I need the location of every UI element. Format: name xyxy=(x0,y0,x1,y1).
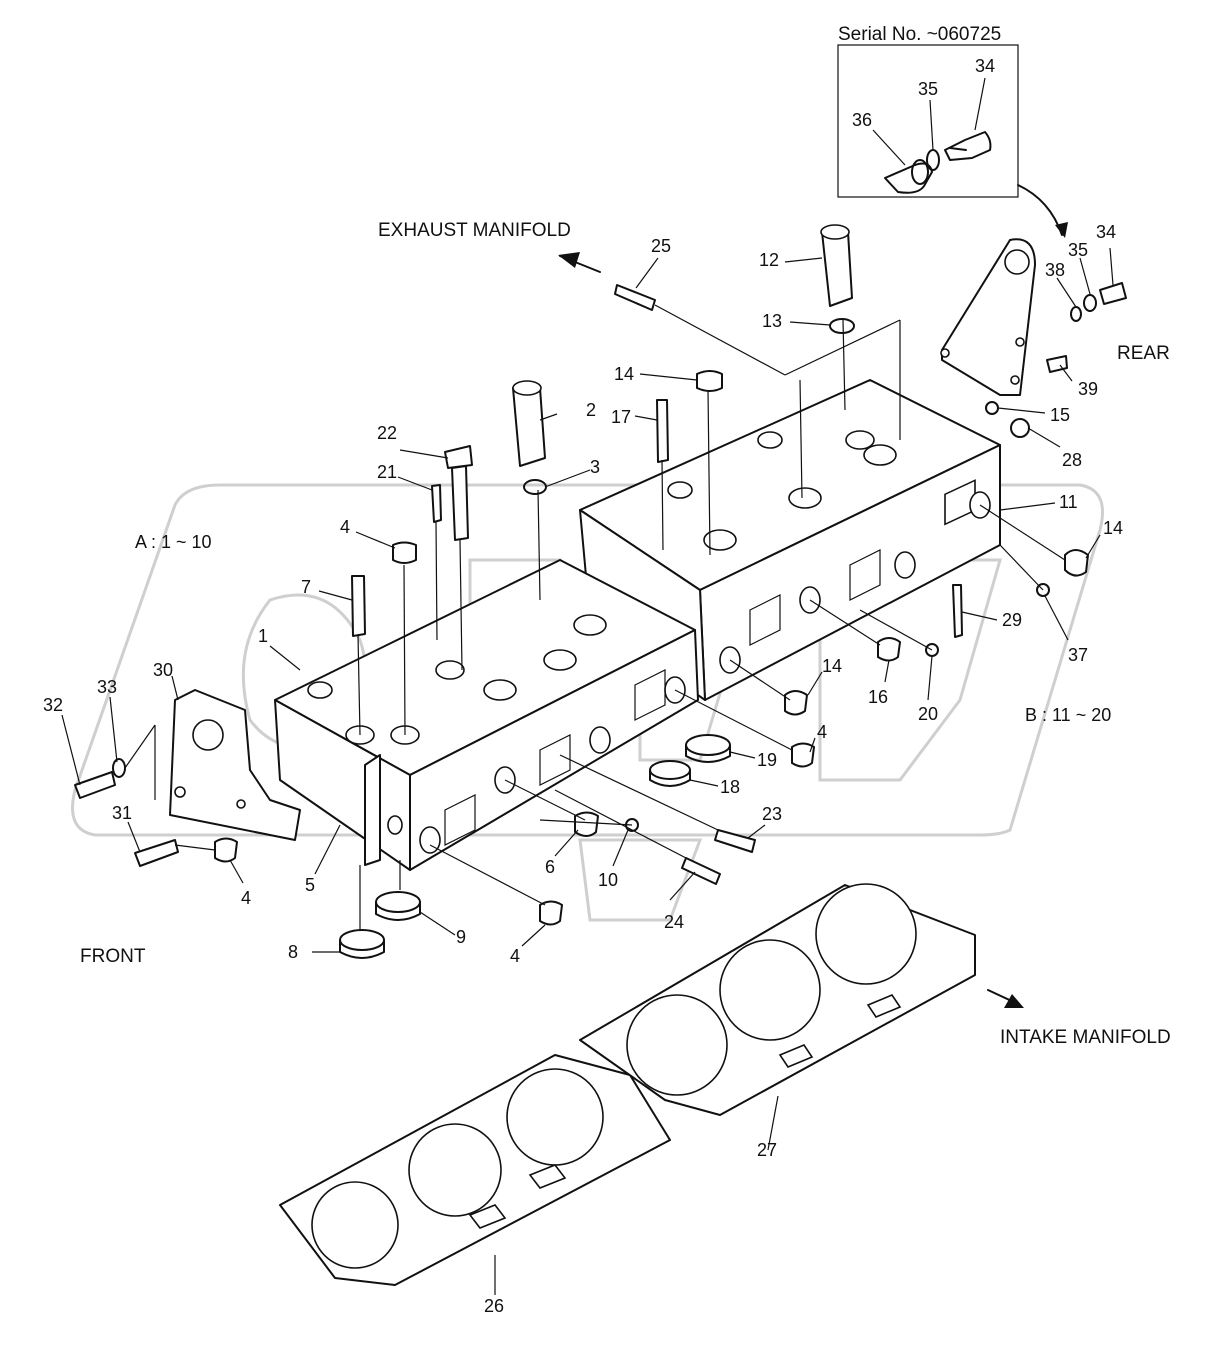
loose-parts xyxy=(74,224,1127,959)
inset-caption: Serial No. ~060725 xyxy=(838,24,1001,45)
callout-14c: 14 xyxy=(822,656,842,676)
callout-2: 2 xyxy=(586,400,596,420)
callout-19: 19 xyxy=(757,750,777,770)
callout-17: 17 xyxy=(611,407,631,427)
callout-7: 7 xyxy=(301,577,311,597)
callout-numbers: 1 2 3 4 5 6 7 8 9 10 11 12 13 14 15 16 1… xyxy=(43,222,1123,1316)
callout-16: 16 xyxy=(868,687,888,707)
gasket-front xyxy=(279,1054,671,1286)
callout-28: 28 xyxy=(1062,450,1082,470)
callout-35: 35 xyxy=(918,79,938,99)
callout-14b: 14 xyxy=(1103,518,1123,538)
callout-29: 29 xyxy=(1002,610,1022,630)
callout-34: 34 xyxy=(975,56,995,76)
callout-26: 26 xyxy=(484,1296,504,1316)
inset-box: Serial No. ~060725 36 35 34 xyxy=(837,24,1019,198)
front-label: FRONT xyxy=(80,946,146,967)
callout-34: 34 xyxy=(1096,222,1116,242)
callout-21: 21 xyxy=(377,462,397,482)
callout-20: 20 xyxy=(918,704,938,724)
callout-22: 22 xyxy=(377,423,397,443)
intake-manifold-label: INTAKE MANIFOLD xyxy=(1000,1027,1171,1048)
callout-4a: 4 xyxy=(340,517,350,537)
inset-pointer-arrowhead xyxy=(1055,222,1068,238)
callout-25: 25 xyxy=(651,236,671,256)
callout-23: 23 xyxy=(762,804,782,824)
intake-arrowhead xyxy=(1004,994,1024,1008)
inset-pointer-arrow xyxy=(1017,184,1063,236)
callout-13: 13 xyxy=(762,311,782,331)
group-b-label: B : 11 ~ 20 xyxy=(1025,705,1111,725)
callout-1: 1 xyxy=(258,626,268,646)
callout-30: 30 xyxy=(153,660,173,680)
callout-9: 9 xyxy=(456,927,466,947)
callout-15: 15 xyxy=(1050,405,1070,425)
callout-3: 3 xyxy=(590,457,600,477)
callout-14a: 14 xyxy=(614,364,634,384)
callout-4d: 4 xyxy=(817,722,827,742)
callout-5: 5 xyxy=(305,875,315,895)
callout-32: 32 xyxy=(43,695,63,715)
callout-36: 36 xyxy=(852,110,872,130)
callout-39: 39 xyxy=(1078,379,1098,399)
front-bracket xyxy=(169,689,301,841)
rear-label: REAR xyxy=(1117,343,1170,364)
callout-12: 12 xyxy=(759,250,779,270)
exhaust-arrowhead xyxy=(558,252,580,268)
callout-38: 38 xyxy=(1045,260,1065,280)
callout-18: 18 xyxy=(720,777,740,797)
rear-bracket xyxy=(940,238,1036,396)
callout-33: 33 xyxy=(97,677,117,697)
leader-lines xyxy=(61,247,1114,1295)
callout-11: 11 xyxy=(1059,492,1078,512)
gasket-rear xyxy=(579,883,976,1116)
callout-35: 35 xyxy=(1068,240,1088,260)
exhaust-manifold-label: EXHAUST MANIFOLD xyxy=(378,220,571,241)
callout-37: 37 xyxy=(1068,645,1088,665)
callout-6: 6 xyxy=(545,857,555,877)
callout-4c: 4 xyxy=(510,946,520,966)
callout-24: 24 xyxy=(664,912,684,932)
callout-8: 8 xyxy=(288,942,298,962)
callout-10: 10 xyxy=(598,870,618,890)
callout-4b: 4 xyxy=(241,888,251,908)
front-cylinder-head xyxy=(274,559,699,871)
group-a-label: A : 1 ~ 10 xyxy=(135,532,212,552)
callout-27: 27 xyxy=(757,1140,777,1160)
callout-31: 31 xyxy=(112,803,132,823)
